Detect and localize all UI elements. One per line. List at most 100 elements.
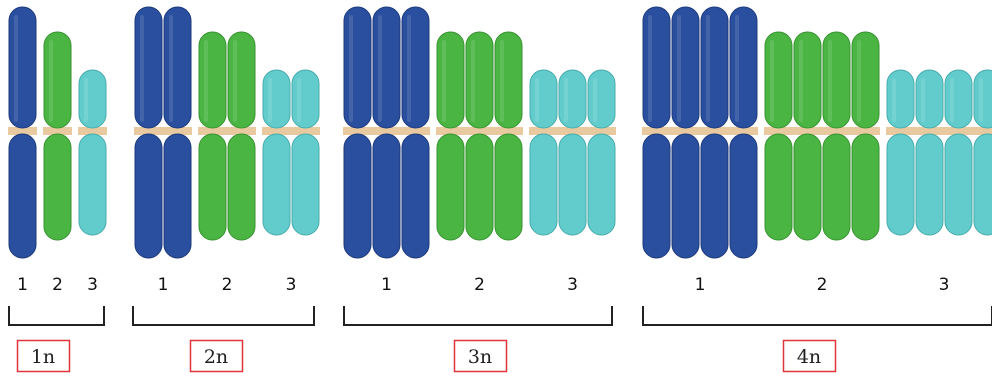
centromere xyxy=(915,127,944,135)
chromosome-arm-top xyxy=(8,6,37,129)
centromere xyxy=(494,127,523,135)
chromosome-highlight xyxy=(49,40,53,122)
centromere xyxy=(944,127,973,135)
chromosome-arm-top xyxy=(494,31,523,129)
chromosome-arm-top xyxy=(43,31,72,129)
chromosome-highlight xyxy=(500,40,504,122)
chromosome-arm-top xyxy=(436,31,465,129)
group-bracket xyxy=(132,306,315,326)
chromosome-arm-top xyxy=(700,6,729,129)
chromosome-arm-top xyxy=(886,69,915,129)
chromosome-highlight xyxy=(14,15,18,122)
centromere xyxy=(227,127,256,135)
centromere xyxy=(642,127,671,135)
chromosome-arm-top xyxy=(558,69,587,129)
ploidy-label-box xyxy=(782,339,837,373)
centromere xyxy=(529,127,558,135)
chromosome-arm-bottom xyxy=(558,133,587,236)
chromosome-arm-bottom xyxy=(822,133,851,241)
chromosome-highlight xyxy=(84,78,88,122)
chromosome-arm-top xyxy=(973,69,992,129)
chromosome-highlight xyxy=(471,40,475,122)
chromosome-arm-top xyxy=(822,31,851,129)
ploidy-label: 3n xyxy=(468,346,492,368)
chromosome-number-3: 3 xyxy=(87,275,98,295)
chromosome-highlight xyxy=(706,15,710,122)
chromosome-highlight xyxy=(677,15,681,122)
chromosome-highlight xyxy=(169,15,173,122)
chromosome-2 xyxy=(822,31,851,241)
chromosome-arm-bottom xyxy=(134,133,163,259)
chromosome-arm-bottom xyxy=(494,133,523,241)
chromosome-2 xyxy=(198,31,227,241)
chromosome-3 xyxy=(78,69,107,236)
group-bracket xyxy=(8,306,105,326)
chromosome-3 xyxy=(529,69,558,236)
centromere xyxy=(764,127,793,135)
chromosome-arm-top xyxy=(529,69,558,129)
chromosome-1 xyxy=(401,6,430,259)
chromosome-arm-bottom xyxy=(401,133,430,259)
chromosome-number-1: 1 xyxy=(695,275,706,295)
chromosome-1 xyxy=(163,6,192,259)
ploidy-label-box xyxy=(16,339,71,373)
chromosome-highlight xyxy=(535,78,539,122)
chromosome-arm-bottom xyxy=(227,133,256,241)
chromosome-arm-bottom xyxy=(793,133,822,241)
chromosome-highlight xyxy=(140,15,144,122)
chromosome-arm-bottom xyxy=(78,133,107,236)
chromosome-highlight xyxy=(799,40,803,122)
chromosome-arm-bottom xyxy=(8,133,37,259)
chromosome-arm-bottom xyxy=(851,133,880,241)
chromosome-2 xyxy=(764,31,793,241)
chromosome-number-3: 3 xyxy=(286,275,297,295)
chromosome-1 xyxy=(700,6,729,259)
chromosome-arm-top xyxy=(587,69,616,129)
chromosome-highlight xyxy=(442,40,446,122)
chromosome-number-3: 3 xyxy=(567,275,578,295)
chromosome-1 xyxy=(8,6,37,259)
chromosome-highlight xyxy=(648,15,652,122)
chromosome-highlight xyxy=(770,40,774,122)
chromosome-arm-top xyxy=(198,31,227,129)
chromosome-arm-bottom xyxy=(372,133,401,259)
chromosome-highlight xyxy=(564,78,568,122)
chromosome-3 xyxy=(915,69,944,236)
centromere xyxy=(886,127,915,135)
chromosome-arm-top xyxy=(793,31,822,129)
chromosome-arm-top xyxy=(764,31,793,129)
chromosome-1 xyxy=(372,6,401,259)
centromere xyxy=(587,127,616,135)
centromere xyxy=(8,127,37,135)
chromosome-arm-top xyxy=(262,69,291,129)
centromere xyxy=(401,127,430,135)
chromosome-1 xyxy=(642,6,671,259)
chromosome-arm-top xyxy=(671,6,700,129)
chromosome-arm-top xyxy=(163,6,192,129)
ploidy-label: 2n xyxy=(204,346,228,368)
chromosome-highlight xyxy=(735,15,739,122)
chromosome-arm-bottom xyxy=(886,133,915,236)
chromosome-highlight xyxy=(407,15,411,122)
chromosome-number-1: 1 xyxy=(381,275,392,295)
chromosome-number-2: 2 xyxy=(52,275,63,295)
chromosome-highlight xyxy=(204,40,208,122)
chromosome-3 xyxy=(291,69,320,236)
chromosome-highlight xyxy=(950,78,954,122)
chromosome-arm-bottom xyxy=(764,133,793,241)
chromosome-arm-bottom xyxy=(587,133,616,236)
group-bracket xyxy=(642,306,992,326)
ploidy-label-box xyxy=(453,339,508,373)
chromosome-number-1: 1 xyxy=(158,275,169,295)
chromosome-1 xyxy=(671,6,700,259)
chromosome-1 xyxy=(134,6,163,259)
chromosome-arm-bottom xyxy=(291,133,320,236)
centromere xyxy=(198,127,227,135)
chromosome-highlight xyxy=(593,78,597,122)
chromosome-arm-bottom xyxy=(700,133,729,259)
chromosome-arm-bottom xyxy=(163,133,192,259)
chromosome-2 xyxy=(436,31,465,241)
